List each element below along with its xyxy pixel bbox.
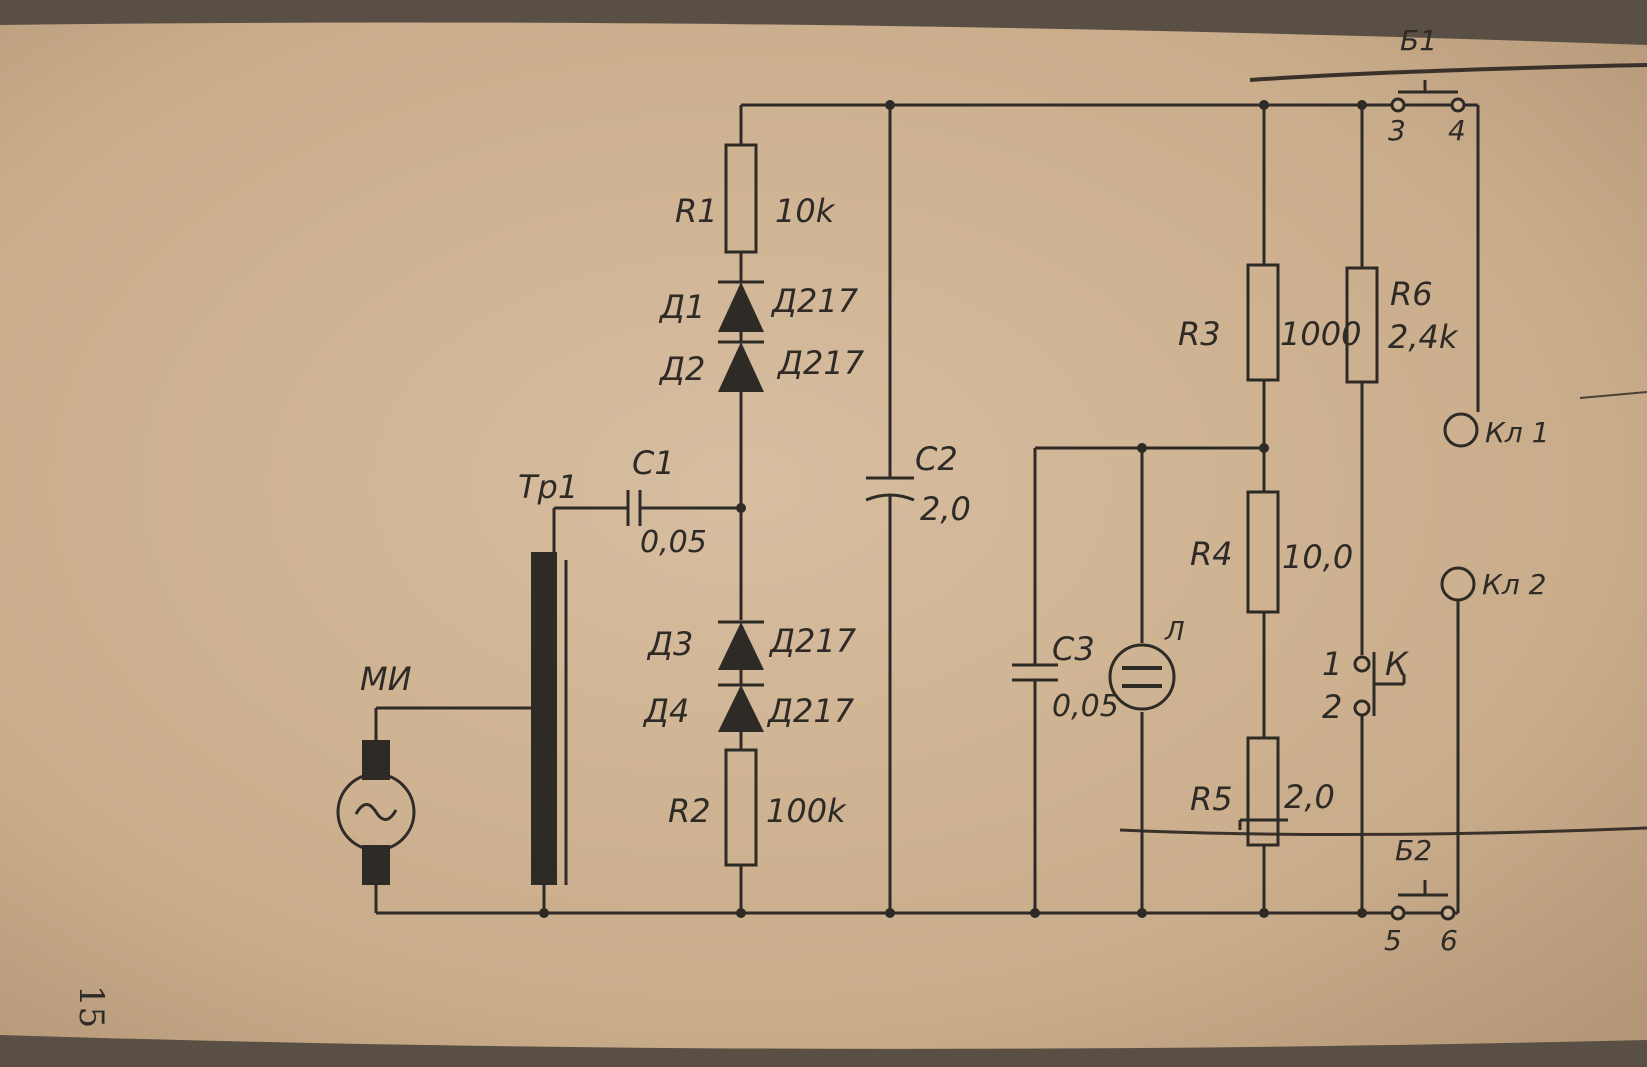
- paper-crease: [1579, 391, 1647, 399]
- label-r3: R3: [1178, 315, 1221, 353]
- page-number: 15: [71, 985, 111, 1028]
- resistor-r4: [1246, 490, 1280, 614]
- switch-b2-contact-5: [1390, 905, 1406, 921]
- label-d4-type: Д217: [766, 692, 855, 730]
- switch-k-contact-2: [1353, 699, 1371, 717]
- label-b1: Б1: [1400, 24, 1437, 57]
- diode-d4: [718, 670, 764, 732]
- capacitor-c2: [865, 476, 915, 502]
- label-c2: C2: [915, 440, 958, 478]
- label-pin5: 5: [1384, 924, 1402, 957]
- label-d4: Д4: [642, 692, 689, 730]
- paper-tear-bottom: [1119, 826, 1647, 837]
- label-r6: R6: [1390, 275, 1433, 313]
- resistor-r1: [724, 143, 758, 254]
- label-d1: Д1: [658, 288, 705, 326]
- label-r1: R1: [675, 192, 718, 230]
- label-b2: Б2: [1395, 834, 1432, 867]
- label-d2-type: Д217: [776, 344, 865, 382]
- label-c3-value: 0,05: [1052, 689, 1119, 724]
- label-r1-value: 10k: [775, 192, 836, 230]
- label-c3: C3: [1052, 630, 1095, 668]
- paper-sheet: [0, 22, 1647, 1049]
- ac-wave-icon: [354, 803, 398, 821]
- label-d2: Д2: [658, 350, 705, 388]
- paper-tear-top: [1249, 63, 1647, 82]
- label-r4-value: 10,0: [1282, 538, 1353, 576]
- diode-d1: [718, 280, 764, 332]
- switch-b1-contact-4: [1450, 97, 1466, 113]
- label-r2-value: 100k: [766, 792, 847, 830]
- label-r3-value: 1000: [1280, 315, 1361, 353]
- label-d1-type: Д217: [770, 282, 859, 320]
- switch-k-contact-1: [1353, 655, 1371, 673]
- label-c2-value: 2,0: [920, 490, 971, 528]
- label-r5: R5: [1190, 780, 1233, 818]
- switch-b2-contact-6: [1440, 905, 1456, 921]
- label-c1-value: 0,05: [640, 525, 707, 560]
- label-kl2: Кл 2: [1482, 568, 1547, 601]
- label-transformer: Тр1: [518, 468, 578, 506]
- resistor-r6: [1345, 266, 1379, 384]
- label-c1: C1: [632, 444, 675, 482]
- resistor-r3: [1246, 263, 1280, 382]
- label-r2: R2: [668, 792, 711, 830]
- label-r5-value: 2,0: [1284, 778, 1335, 816]
- label-pin4: 4: [1448, 114, 1466, 147]
- generator-mi: [336, 740, 416, 885]
- label-pin2: 2: [1322, 688, 1342, 726]
- transformer-tr1: [531, 552, 568, 885]
- label-d3: Д3: [646, 625, 693, 663]
- terminal-kl1: [1443, 412, 1479, 448]
- neon-lamp: [1108, 643, 1176, 711]
- label-generator: МИ: [360, 660, 412, 698]
- label-d3-type: Д217: [768, 622, 857, 660]
- r5-trimmer-arrow: [1238, 818, 1288, 830]
- circuit-wires: [374, 80, 1480, 915]
- capacitor-c3: [1012, 663, 1058, 682]
- switch-b1-contact-3: [1390, 97, 1406, 113]
- resistor-r2: [724, 748, 758, 867]
- resistor-r5: [1246, 736, 1280, 847]
- label-button: К: [1385, 645, 1409, 683]
- terminal-kl2: [1440, 566, 1476, 602]
- diode-d2: [718, 332, 764, 392]
- label-r6-value: 2,4k: [1388, 318, 1459, 356]
- label-kl1: Кл 1: [1485, 416, 1550, 449]
- junction-dots: [539, 100, 1367, 918]
- label-lamp: Л: [1164, 617, 1185, 647]
- label-r4: R4: [1190, 535, 1233, 573]
- label-pin1: 1: [1322, 645, 1342, 683]
- capacitor-c1: [626, 490, 642, 526]
- diode-d3: [718, 620, 764, 670]
- label-pin6: 6: [1440, 924, 1458, 957]
- label-pin3: 3: [1388, 114, 1406, 147]
